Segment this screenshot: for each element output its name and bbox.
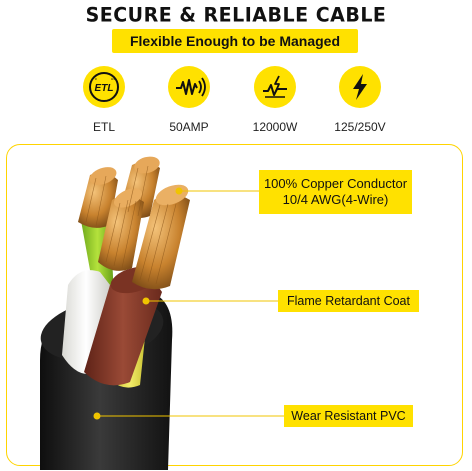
badge-etl: ETL c us	[83, 66, 125, 108]
badge-label-volt: 125/250V	[334, 120, 386, 134]
badge-50amp	[168, 66, 210, 108]
callout-coat-text: Flame Retardant Coat	[287, 294, 410, 308]
subtitle-text: Flexible Enough to be Managed	[129, 33, 340, 49]
subtitle-banner: Flexible Enough to be Managed	[112, 29, 358, 53]
svg-text:us: us	[111, 76, 115, 81]
etl-certification-icon: ETL c us	[89, 72, 119, 102]
leader-lines	[93, 187, 284, 420]
current-wave-icon	[176, 77, 206, 97]
power-pulse-icon	[263, 75, 287, 98]
page-title: SECURE & RELIABLE CABLE	[85, 3, 387, 27]
cable-panel-frame	[6, 144, 463, 466]
badge-label-etl: ETL	[92, 120, 115, 134]
badge-label-watt: 12000W	[252, 120, 298, 134]
lightning-bolt-icon	[353, 74, 367, 100]
callout-pvc: Wear Resistant PVC	[284, 405, 413, 427]
svg-text:c: c	[95, 76, 97, 81]
red-wire	[84, 276, 162, 386]
etl-icon-text: ETL	[95, 83, 114, 94]
badge-voltage	[339, 66, 381, 108]
callout-pvc-text: Wear Resistant PVC	[291, 409, 406, 423]
badge-12000w	[254, 66, 296, 108]
callout-conductor-line2: 10/4 AWG(4-Wire)	[282, 192, 389, 207]
callout-conductor-line1: 100% Copper Conductor	[263, 176, 408, 191]
callout-flame-retardant: Flame Retardant Coat	[278, 290, 419, 312]
badge-label-amp: 50AMP	[169, 120, 209, 134]
callout-copper-conductor: 100% Copper Conductor 10/4 AWG(4-Wire)	[259, 170, 412, 214]
copper-strands	[78, 156, 190, 290]
